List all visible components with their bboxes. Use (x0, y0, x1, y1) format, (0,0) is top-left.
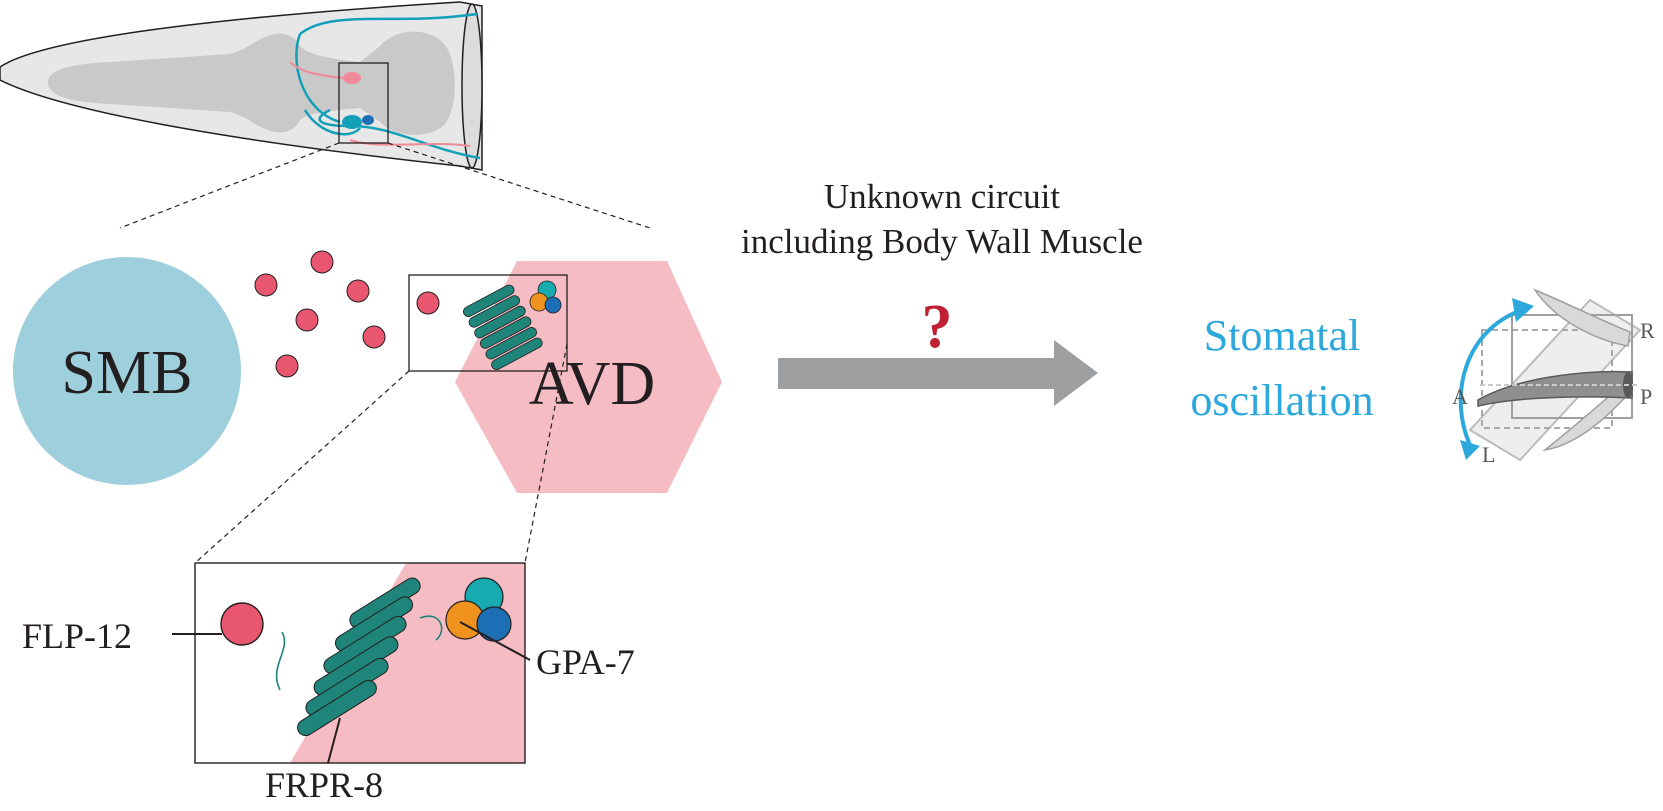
circuit-line-2: including Body Wall Muscle (741, 222, 1143, 261)
peptide-icon (254, 273, 278, 297)
frpr8-receptor (297, 577, 421, 737)
peptide-icon (362, 325, 386, 349)
smb-neuron: SMB (13, 257, 241, 485)
smb-label: SMB (62, 339, 193, 407)
flp12-peptide (220, 602, 264, 646)
peptide-icon (275, 354, 299, 378)
question-mark: ? (922, 293, 953, 361)
peptide-icon (310, 250, 334, 274)
axis-label-l: L (1482, 442, 1495, 467)
outcome-line-1: Stomatal (1204, 311, 1360, 360)
gpa7-label: GPA-7 (536, 642, 635, 682)
frpr8-label: FRPR-8 (265, 765, 383, 805)
axis-label-a: A (1452, 384, 1468, 409)
receptor-detail-inset: FLP-12 GPA-7 FRPR-8 (22, 562, 635, 805)
axis-label-r: R (1640, 318, 1655, 343)
zoom-box (338, 62, 389, 144)
axis-label-p: P (1640, 384, 1652, 409)
unknown-circuit-annotation: Unknown circuit including Body Wall Musc… (741, 177, 1143, 361)
avd-label: AVD (529, 350, 655, 418)
peptide-icon (346, 279, 370, 303)
outcome-line-2: oscillation (1190, 376, 1373, 425)
flp12-label: FLP-12 (22, 616, 132, 656)
outcome-text: Stomatal oscillation (1190, 311, 1373, 425)
head-oscillation-icon: A P R L (1452, 288, 1655, 467)
peptide-icon (416, 291, 440, 315)
worm-head-icon (0, 1, 483, 171)
synapse-inset-small (408, 274, 568, 372)
peptide-icon (295, 308, 319, 332)
circuit-line-1: Unknown circuit (824, 177, 1060, 216)
arrow-right-icon (778, 340, 1098, 406)
g-protein-icon (529, 280, 562, 314)
peptide-cluster (254, 250, 386, 378)
